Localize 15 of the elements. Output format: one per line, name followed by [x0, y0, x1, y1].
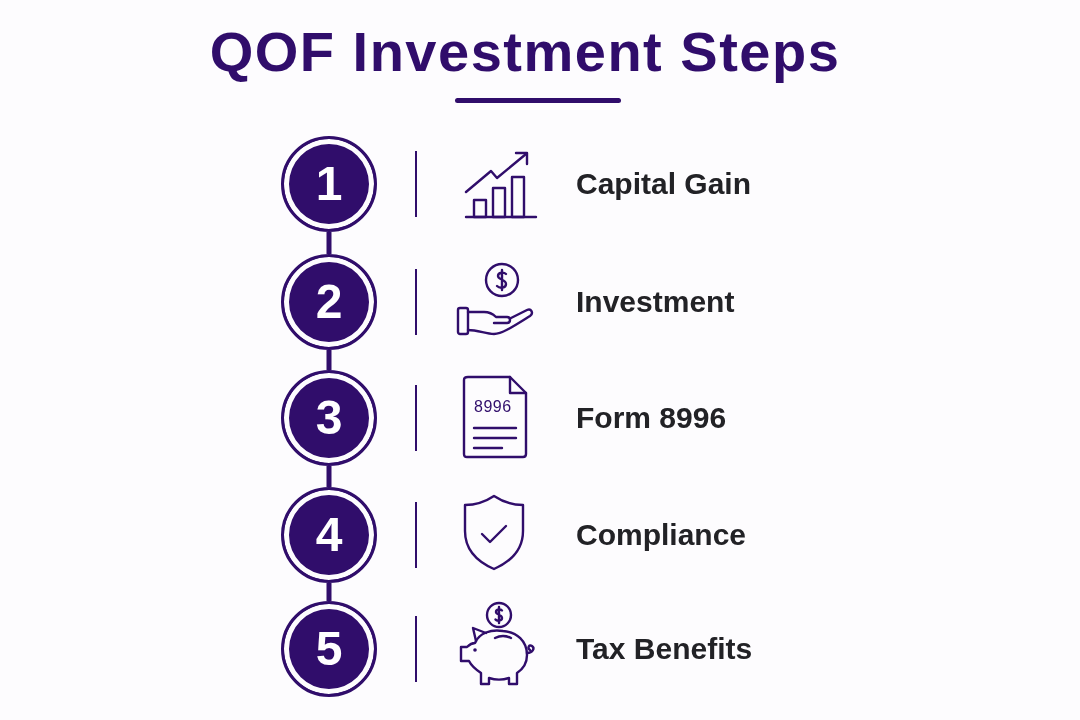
step-number: 1: [315, 160, 343, 208]
step-number: 2: [315, 278, 343, 326]
step-label: Investment: [576, 285, 735, 318]
step-number: 3: [315, 394, 343, 442]
connector-line: [326, 232, 332, 254]
form-number: 8996: [474, 399, 512, 415]
connector-line: [326, 583, 332, 601]
step-label: Form 8996: [576, 401, 727, 434]
step-number: 4: [315, 511, 343, 559]
step-label: Capital Gain: [576, 167, 752, 200]
step-label: Tax Benefits: [576, 632, 753, 665]
step-number: 5: [315, 625, 343, 673]
connector-line: [326, 350, 332, 370]
step-label: Compliance: [576, 518, 747, 551]
connector-line: [326, 466, 332, 487]
